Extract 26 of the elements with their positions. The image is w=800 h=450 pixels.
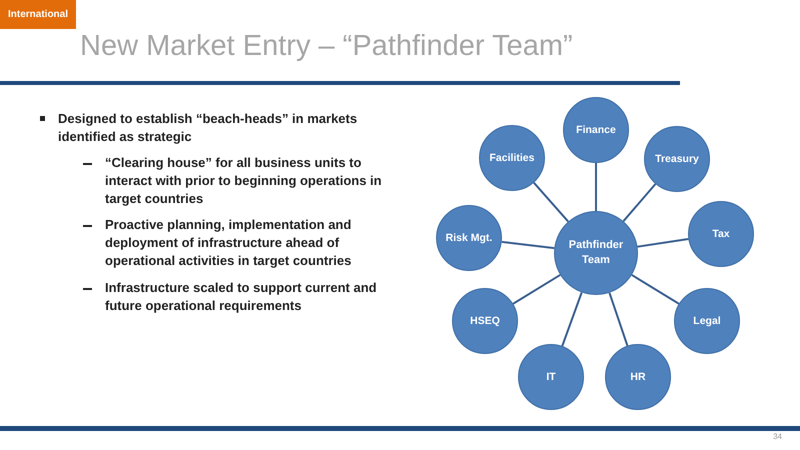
section-tag: International — [0, 0, 76, 29]
node-label: Finance — [575, 122, 617, 138]
slide-title: New Market Entry – “Pathfinder Team” — [80, 30, 573, 63]
node-label: HR — [629, 370, 647, 384]
connector-line — [595, 163, 597, 211]
connector-line — [561, 292, 583, 346]
connector-line — [622, 183, 656, 222]
node-label: IT — [545, 370, 557, 384]
page-number: 34 — [773, 432, 782, 441]
node-label: Legal — [692, 314, 722, 328]
connector-line — [533, 182, 569, 222]
node-label: HSEQ — [469, 314, 501, 328]
connector-line — [608, 292, 628, 346]
connector-line — [512, 274, 561, 305]
node-label: Treasury — [654, 152, 700, 166]
bullet-text: Proactive planning, implementation and deployment of infrastructure ahead of operational activities in target countries — [105, 216, 352, 270]
node-label: Facilities — [488, 150, 536, 166]
bullet-text: Infrastructure scaled to support current and future operational requirements — [105, 279, 378, 315]
connector-line — [637, 238, 689, 248]
node-label: Pathfinder Team — [568, 238, 624, 268]
node-label: Risk Mgt. — [444, 230, 494, 246]
connector-line — [502, 240, 554, 250]
connector-line — [631, 274, 680, 305]
bullet-text: Designed to establish “beach-heads” in markets identified as strategic — [58, 110, 358, 146]
node-label: Tax — [711, 226, 731, 242]
bullet-text: “Clearing house” for all business units to interact with prior to beginning operations in target countries — [105, 154, 383, 208]
